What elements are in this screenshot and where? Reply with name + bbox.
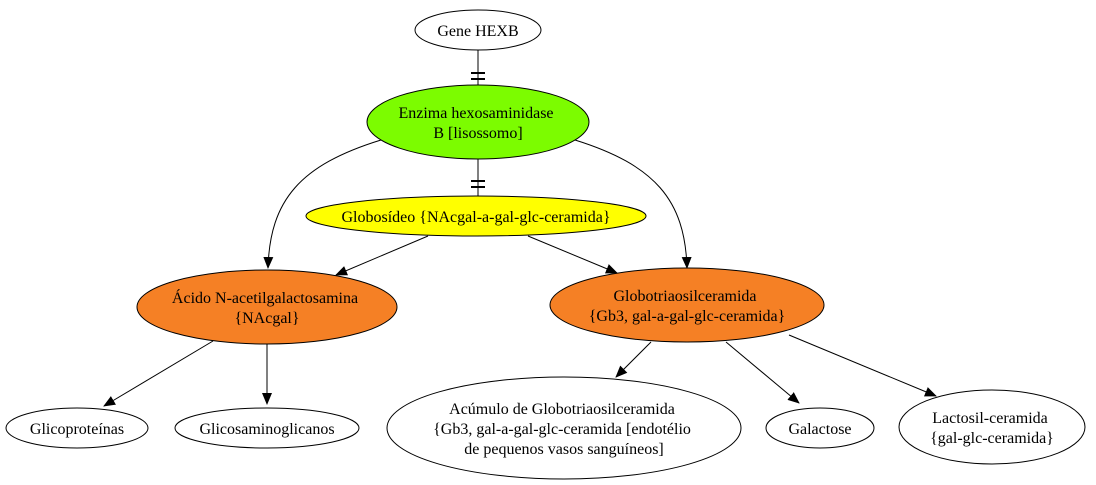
node-shape (386, 376, 742, 480)
node-shape (898, 389, 1086, 465)
node-label-line: Acúmulo de Globotriaosilceramida (449, 401, 675, 418)
edges (103, 50, 937, 407)
node-label-line: Gene HEXB (437, 23, 518, 40)
edge-nacgal-glycoproteins (103, 340, 214, 407)
node-label: Galactose (788, 421, 851, 438)
node-label-line: B [lisossomo] (433, 125, 522, 142)
node-label-line: {NAcgal} (234, 310, 299, 327)
edge-gb3-lactosylceramide (788, 334, 937, 397)
node-label-line: Globotriaosilceramida (613, 288, 756, 305)
node-label-line: Globosídeo {NAcgal-a-gal-glc-ceramida} (341, 209, 610, 226)
node-label: Lactosil-ceramida {gal-glc-ceramida} (930, 410, 1054, 447)
node-shape (414, 9, 542, 51)
node-label: Globotriaosilceramida {Gb3, gal-a-gal-gl… (589, 288, 786, 325)
edge-enzyme-nacgal (263, 139, 382, 269)
node-galactose: Galactose (765, 407, 875, 449)
node-label-line: Enzima hexosaminidase (398, 105, 553, 122)
node-label-line: {Gb3, gal-a-gal-glc-ceramida} (589, 308, 786, 325)
edge-globoside-nacgal (335, 235, 429, 276)
edge-gb3-galactose (725, 341, 800, 404)
edge-globoside-gb3 (527, 235, 618, 274)
node-label: Glicoproteínas (30, 421, 124, 438)
node-shape (549, 267, 825, 343)
node-glycoproteins: Glicoproteínas (5, 407, 149, 449)
node-label: Glicosaminoglicanos (199, 421, 334, 438)
edge-enzyme-gb3 (574, 139, 692, 269)
node-gb3: Globotriaosilceramida {Gb3, gal-a-gal-gl… (549, 267, 825, 343)
edge-gb3-accumulation (615, 341, 652, 378)
node-label: Acúmulo de Globotriaosilceramida {Gb3, g… (433, 401, 695, 458)
node-enzyme: Enzima hexosaminidase B [lisossomo] (366, 84, 590, 160)
node-label-line: Glicosaminoglicanos (199, 421, 334, 438)
node-label-line: {gal-glc-ceramida} (930, 430, 1054, 447)
node-shape (305, 195, 647, 237)
node-lactosylceramide: Lactosil-ceramida {gal-glc-ceramida} (898, 389, 1086, 465)
node-gene-hexb: Gene HEXB (414, 9, 542, 51)
node-shape (5, 407, 149, 449)
node-label-line: {Gb3, gal-a-gal-glc-ceramida [endotélio (433, 421, 691, 438)
node-shape (174, 407, 360, 449)
node-accumulation: Acúmulo de Globotriaosilceramida {Gb3, g… (386, 376, 742, 480)
node-label-line: Galactose (788, 421, 851, 438)
node-shape (765, 407, 875, 449)
node-label-line: Ácido N-acetilgalactosamina (172, 288, 358, 307)
node-label: Ácido N-acetilgalactosamina {NAcgal} (172, 288, 362, 327)
node-nacgal: Ácido N-acetilgalactosamina {NAcgal} (136, 269, 398, 345)
node-label: Globosídeo {NAcgal-a-gal-glc-ceramida} (341, 209, 610, 226)
node-label-line: Lactosil-ceramida (932, 410, 1048, 427)
node-globoside: Globosídeo {NAcgal-a-gal-glc-ceramida} (305, 195, 647, 237)
node-gags: Glicosaminoglicanos (174, 407, 360, 449)
node-label-line: de pequenos vasos sanguíneos] (464, 441, 664, 458)
node-label: Gene HEXB (437, 23, 518, 40)
node-label: Enzima hexosaminidase B [lisossomo] (398, 105, 557, 142)
node-label-line: Glicoproteínas (30, 421, 124, 438)
node-shape (366, 84, 590, 160)
node-shape (136, 269, 398, 345)
